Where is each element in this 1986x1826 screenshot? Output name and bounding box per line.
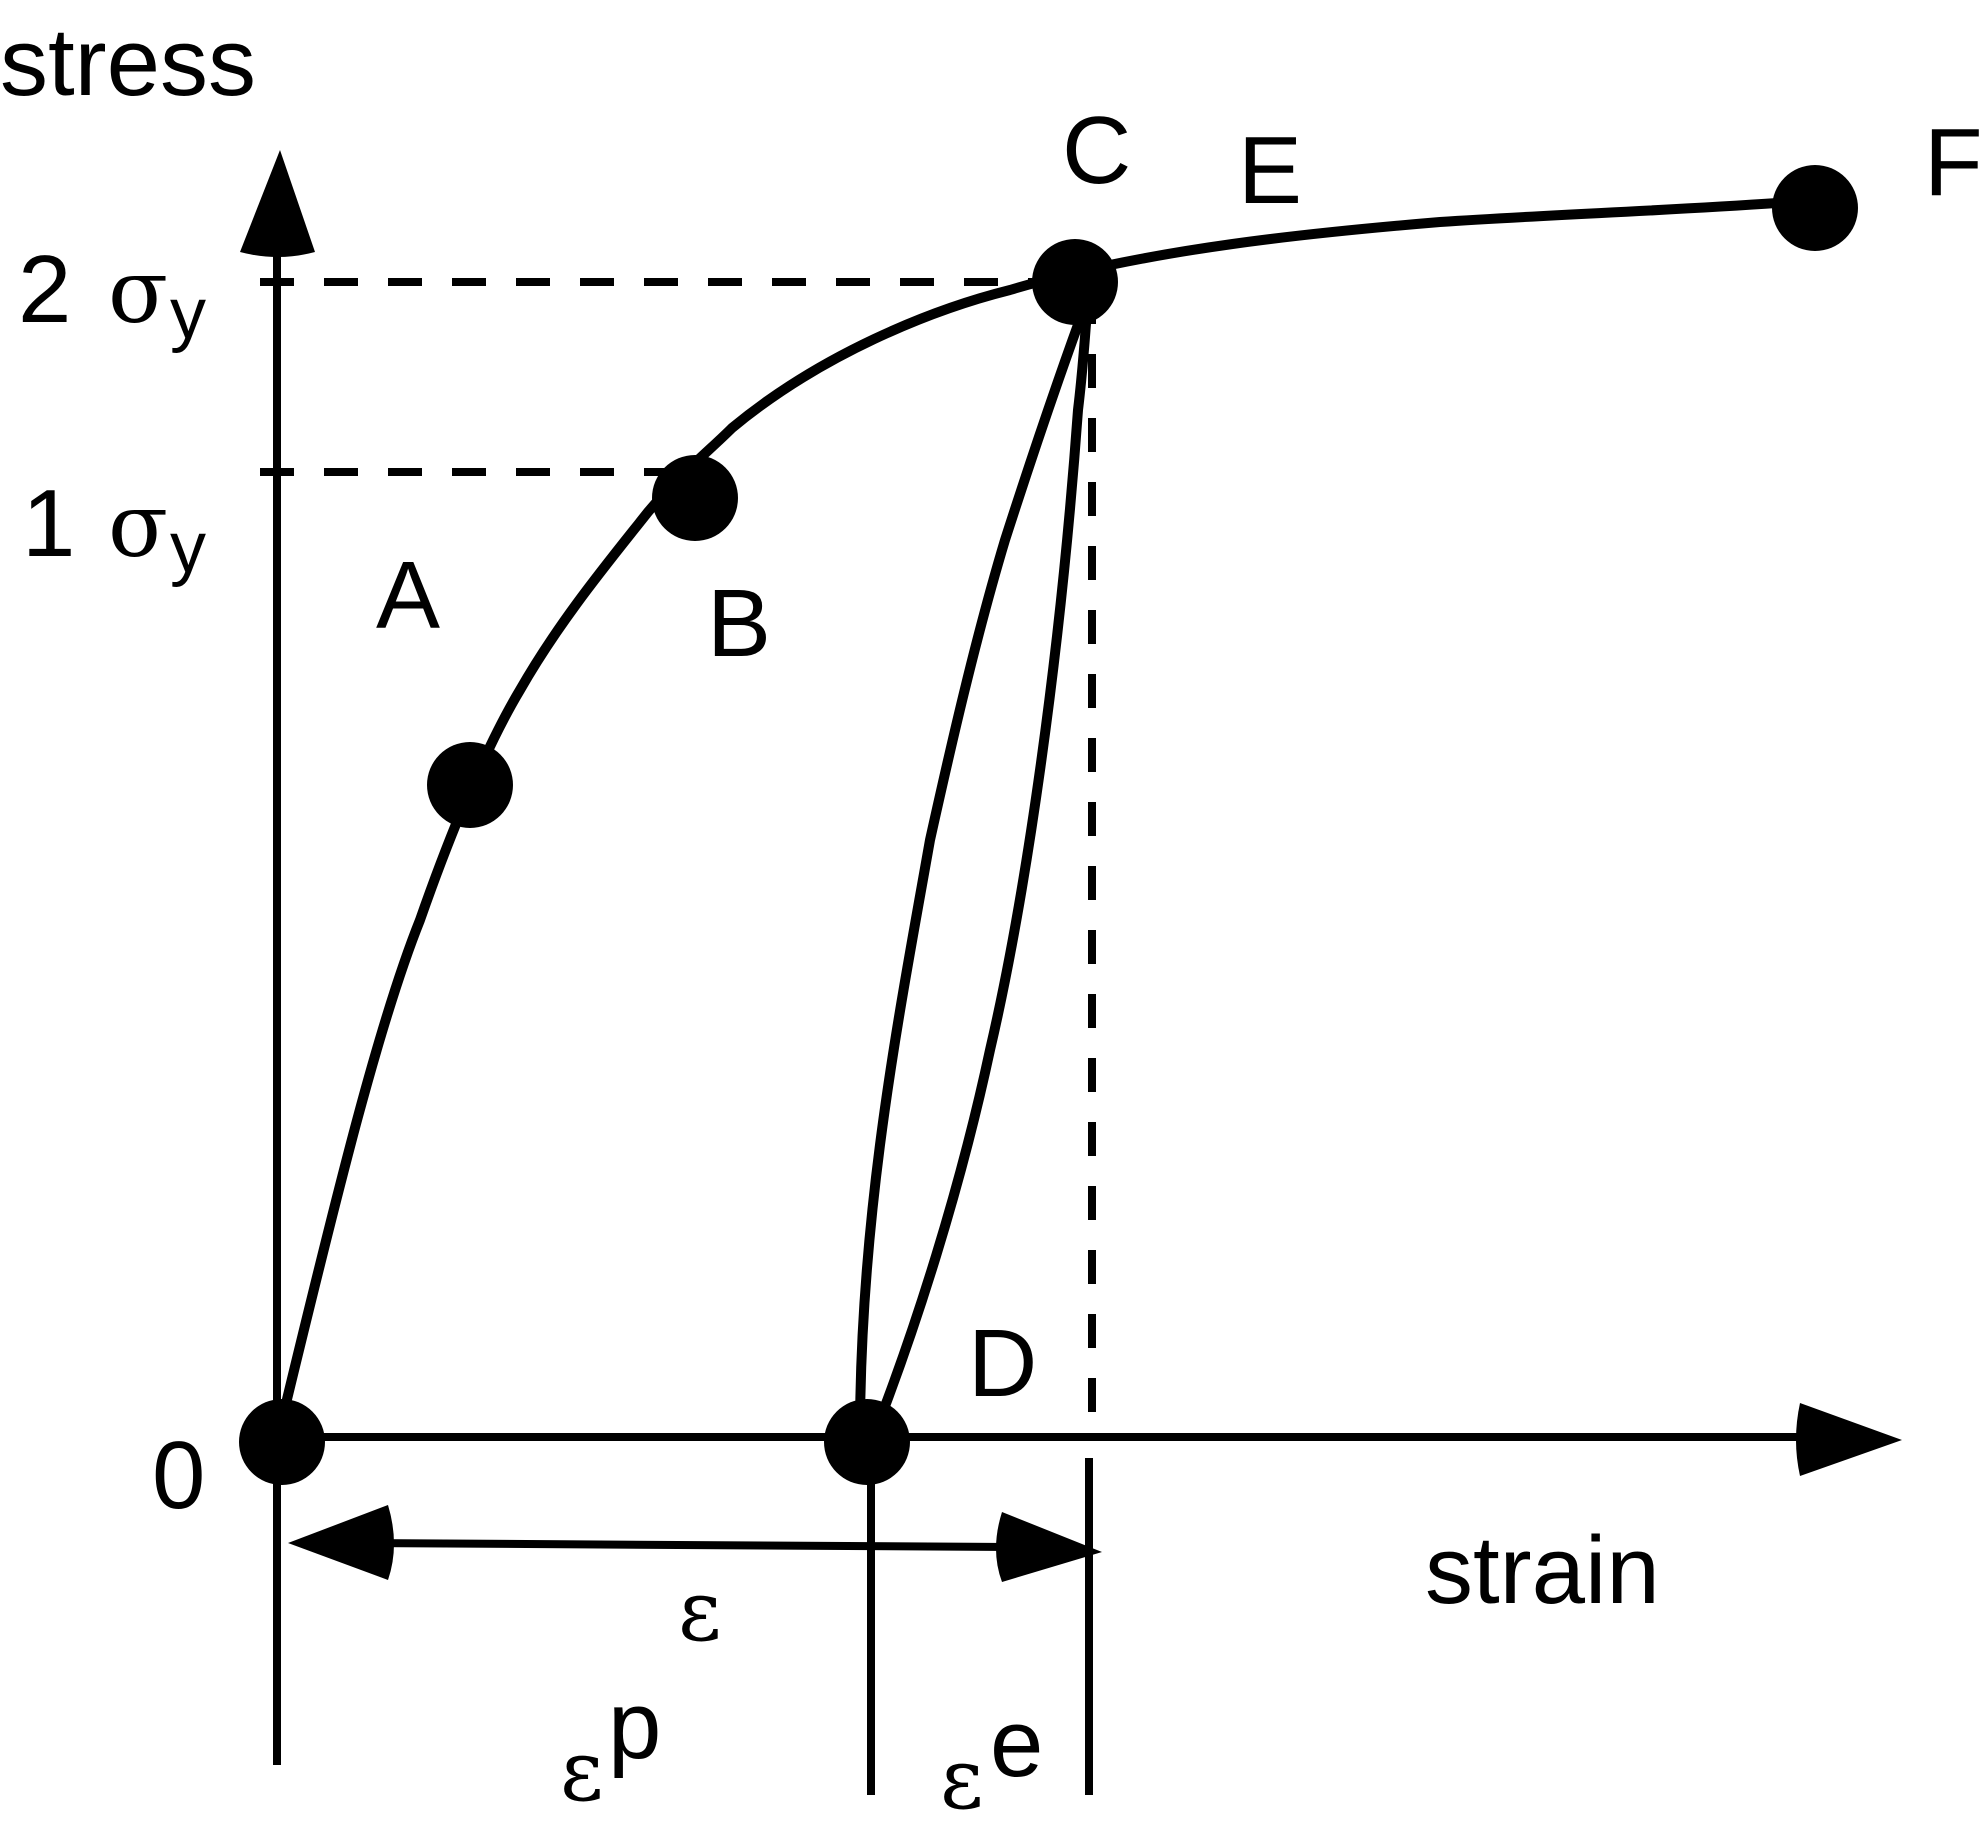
plastic-strain-epsilon: ε bbox=[560, 1722, 604, 1820]
total-strain-right-arrowhead bbox=[996, 1512, 1102, 1582]
plastic-strain-label: ε p bbox=[560, 1672, 661, 1820]
reloading-path bbox=[869, 293, 1093, 1440]
point-a-label: A bbox=[376, 542, 440, 649]
strain-dimension-lines bbox=[359, 1458, 1093, 1795]
point-origin-dot bbox=[239, 1399, 325, 1485]
tick-2-sigma-symbol: σ bbox=[108, 240, 168, 343]
point-d-label: D bbox=[968, 1310, 1037, 1417]
tick-2-coefficient: 2 bbox=[18, 236, 71, 343]
point-a-dot bbox=[427, 742, 513, 828]
point-f-dot bbox=[1772, 165, 1858, 251]
reference-lines bbox=[260, 278, 1096, 1420]
origin-label: 0 bbox=[152, 1422, 205, 1529]
tick-2-subscript: y bbox=[170, 274, 206, 354]
point-f-label: F bbox=[1924, 109, 1983, 216]
tick-2-sigma-y: 2 σ y bbox=[18, 236, 206, 354]
axes bbox=[273, 248, 1800, 1765]
point-c-dot bbox=[1032, 239, 1118, 325]
data-points bbox=[239, 165, 1858, 1485]
total-strain-dimension-line bbox=[359, 1539, 1011, 1551]
tick-1-coefficient: 1 bbox=[22, 470, 75, 577]
unloading-path bbox=[855, 295, 1092, 1440]
total-strain-label: ε bbox=[678, 1562, 722, 1660]
elastic-strain-label: ε e bbox=[940, 1690, 1043, 1826]
point-b-dot bbox=[652, 455, 738, 541]
total-strain-left-arrowhead bbox=[288, 1505, 394, 1580]
tick-1-subscript: y bbox=[170, 508, 206, 588]
elastic-strain-superscript: e bbox=[990, 1690, 1043, 1797]
plastic-strain-superscript: p bbox=[608, 1672, 661, 1779]
loading-curve bbox=[277, 195, 1825, 1425]
elastic-strain-epsilon: ε bbox=[940, 1730, 984, 1826]
tick-1-sigma-symbol: σ bbox=[108, 474, 168, 577]
tick-1-sigma-y: 1 σ y bbox=[22, 470, 206, 588]
stress-axis-arrowhead bbox=[240, 150, 315, 257]
point-e-label: E bbox=[1238, 117, 1302, 224]
strain-axis-arrowhead bbox=[1796, 1403, 1902, 1476]
point-b-label: B bbox=[707, 570, 771, 677]
point-d-dot bbox=[824, 1399, 910, 1485]
strain-axis-label: strain bbox=[1425, 1517, 1660, 1624]
curves bbox=[277, 195, 1825, 1440]
stress-axis-label: stress bbox=[0, 9, 256, 116]
point-c-label: C bbox=[1062, 97, 1131, 204]
